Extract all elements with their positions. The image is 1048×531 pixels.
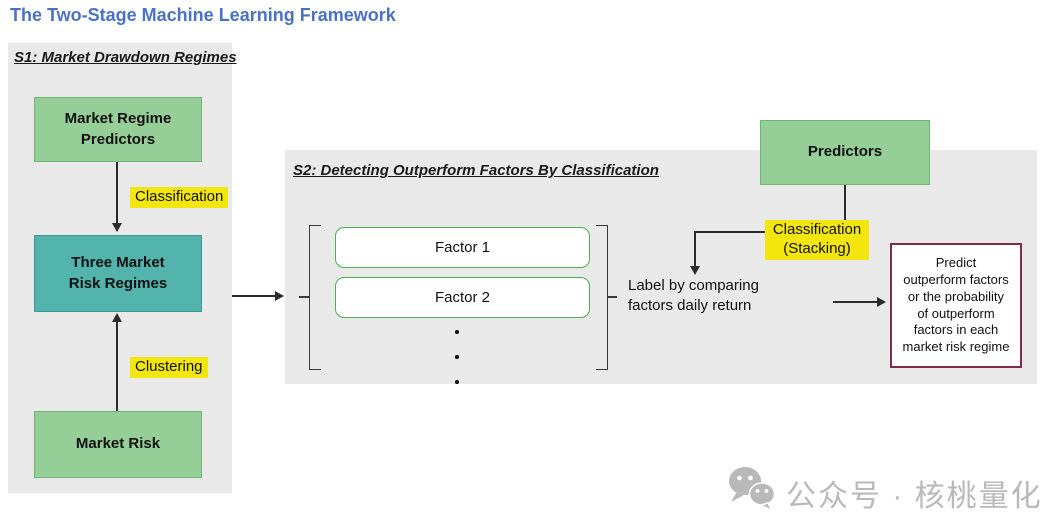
ellipsis-dot	[455, 330, 459, 334]
stacking-elbow-vline	[694, 231, 696, 266]
stacking-elbow-arrowhead-icon	[690, 266, 700, 275]
wechat-icon	[728, 464, 776, 521]
stacking-elbow-hline	[694, 231, 765, 233]
factor-1-box: Factor 1	[335, 227, 590, 268]
classification-label: Classification	[130, 187, 229, 208]
left-bracket	[309, 225, 321, 370]
market-risk-box: Market Risk	[34, 411, 202, 478]
to-predict-arrowhead-icon	[877, 297, 886, 307]
s1-to-s2-arrowhead-icon	[275, 291, 284, 301]
left-bracket-tick	[299, 296, 310, 298]
market-regime-predictors-box: Market Regime Predictors	[34, 97, 202, 162]
s2-header: S2: Detecting Outperform Factors By Clas…	[293, 162, 659, 179]
s1-header: S1: Market Drawdown Regimes	[14, 49, 237, 66]
classification-stacking-label: Classification (Stacking)	[765, 220, 869, 260]
s1-down-arrow-line	[116, 162, 118, 223]
ellipsis-dot	[455, 380, 459, 384]
watermark-text: 公众号 · 核桃量化	[786, 479, 1043, 513]
predictors-box: Predictors	[760, 120, 930, 185]
page-title: The Two-Stage Machine Learning Framework	[10, 5, 396, 25]
to-predict-arrow-line	[833, 301, 878, 303]
predictors-to-stacking-line	[844, 185, 846, 220]
s1-up-arrowhead-icon	[112, 313, 122, 322]
s1-up-arrow-line	[116, 321, 118, 411]
factor-2-box: Factor 2	[335, 277, 590, 318]
label-by-comparing-text: Label by comparing factors daily return	[628, 277, 759, 314]
s1-down-arrowhead-icon	[112, 223, 122, 232]
three-market-risk-regimes-box: Three Market Risk Regimes	[34, 235, 202, 312]
s1-to-s2-arrow-line	[232, 295, 276, 297]
watermark: 公众号 · 核桃量化	[728, 464, 1043, 521]
right-bracket-tick	[608, 296, 617, 298]
predict-outperform-box: Predict outperform factors or the probab…	[890, 243, 1022, 368]
ellipsis-dot	[455, 355, 459, 359]
clustering-label: Clustering	[130, 357, 208, 378]
right-bracket	[596, 225, 608, 370]
